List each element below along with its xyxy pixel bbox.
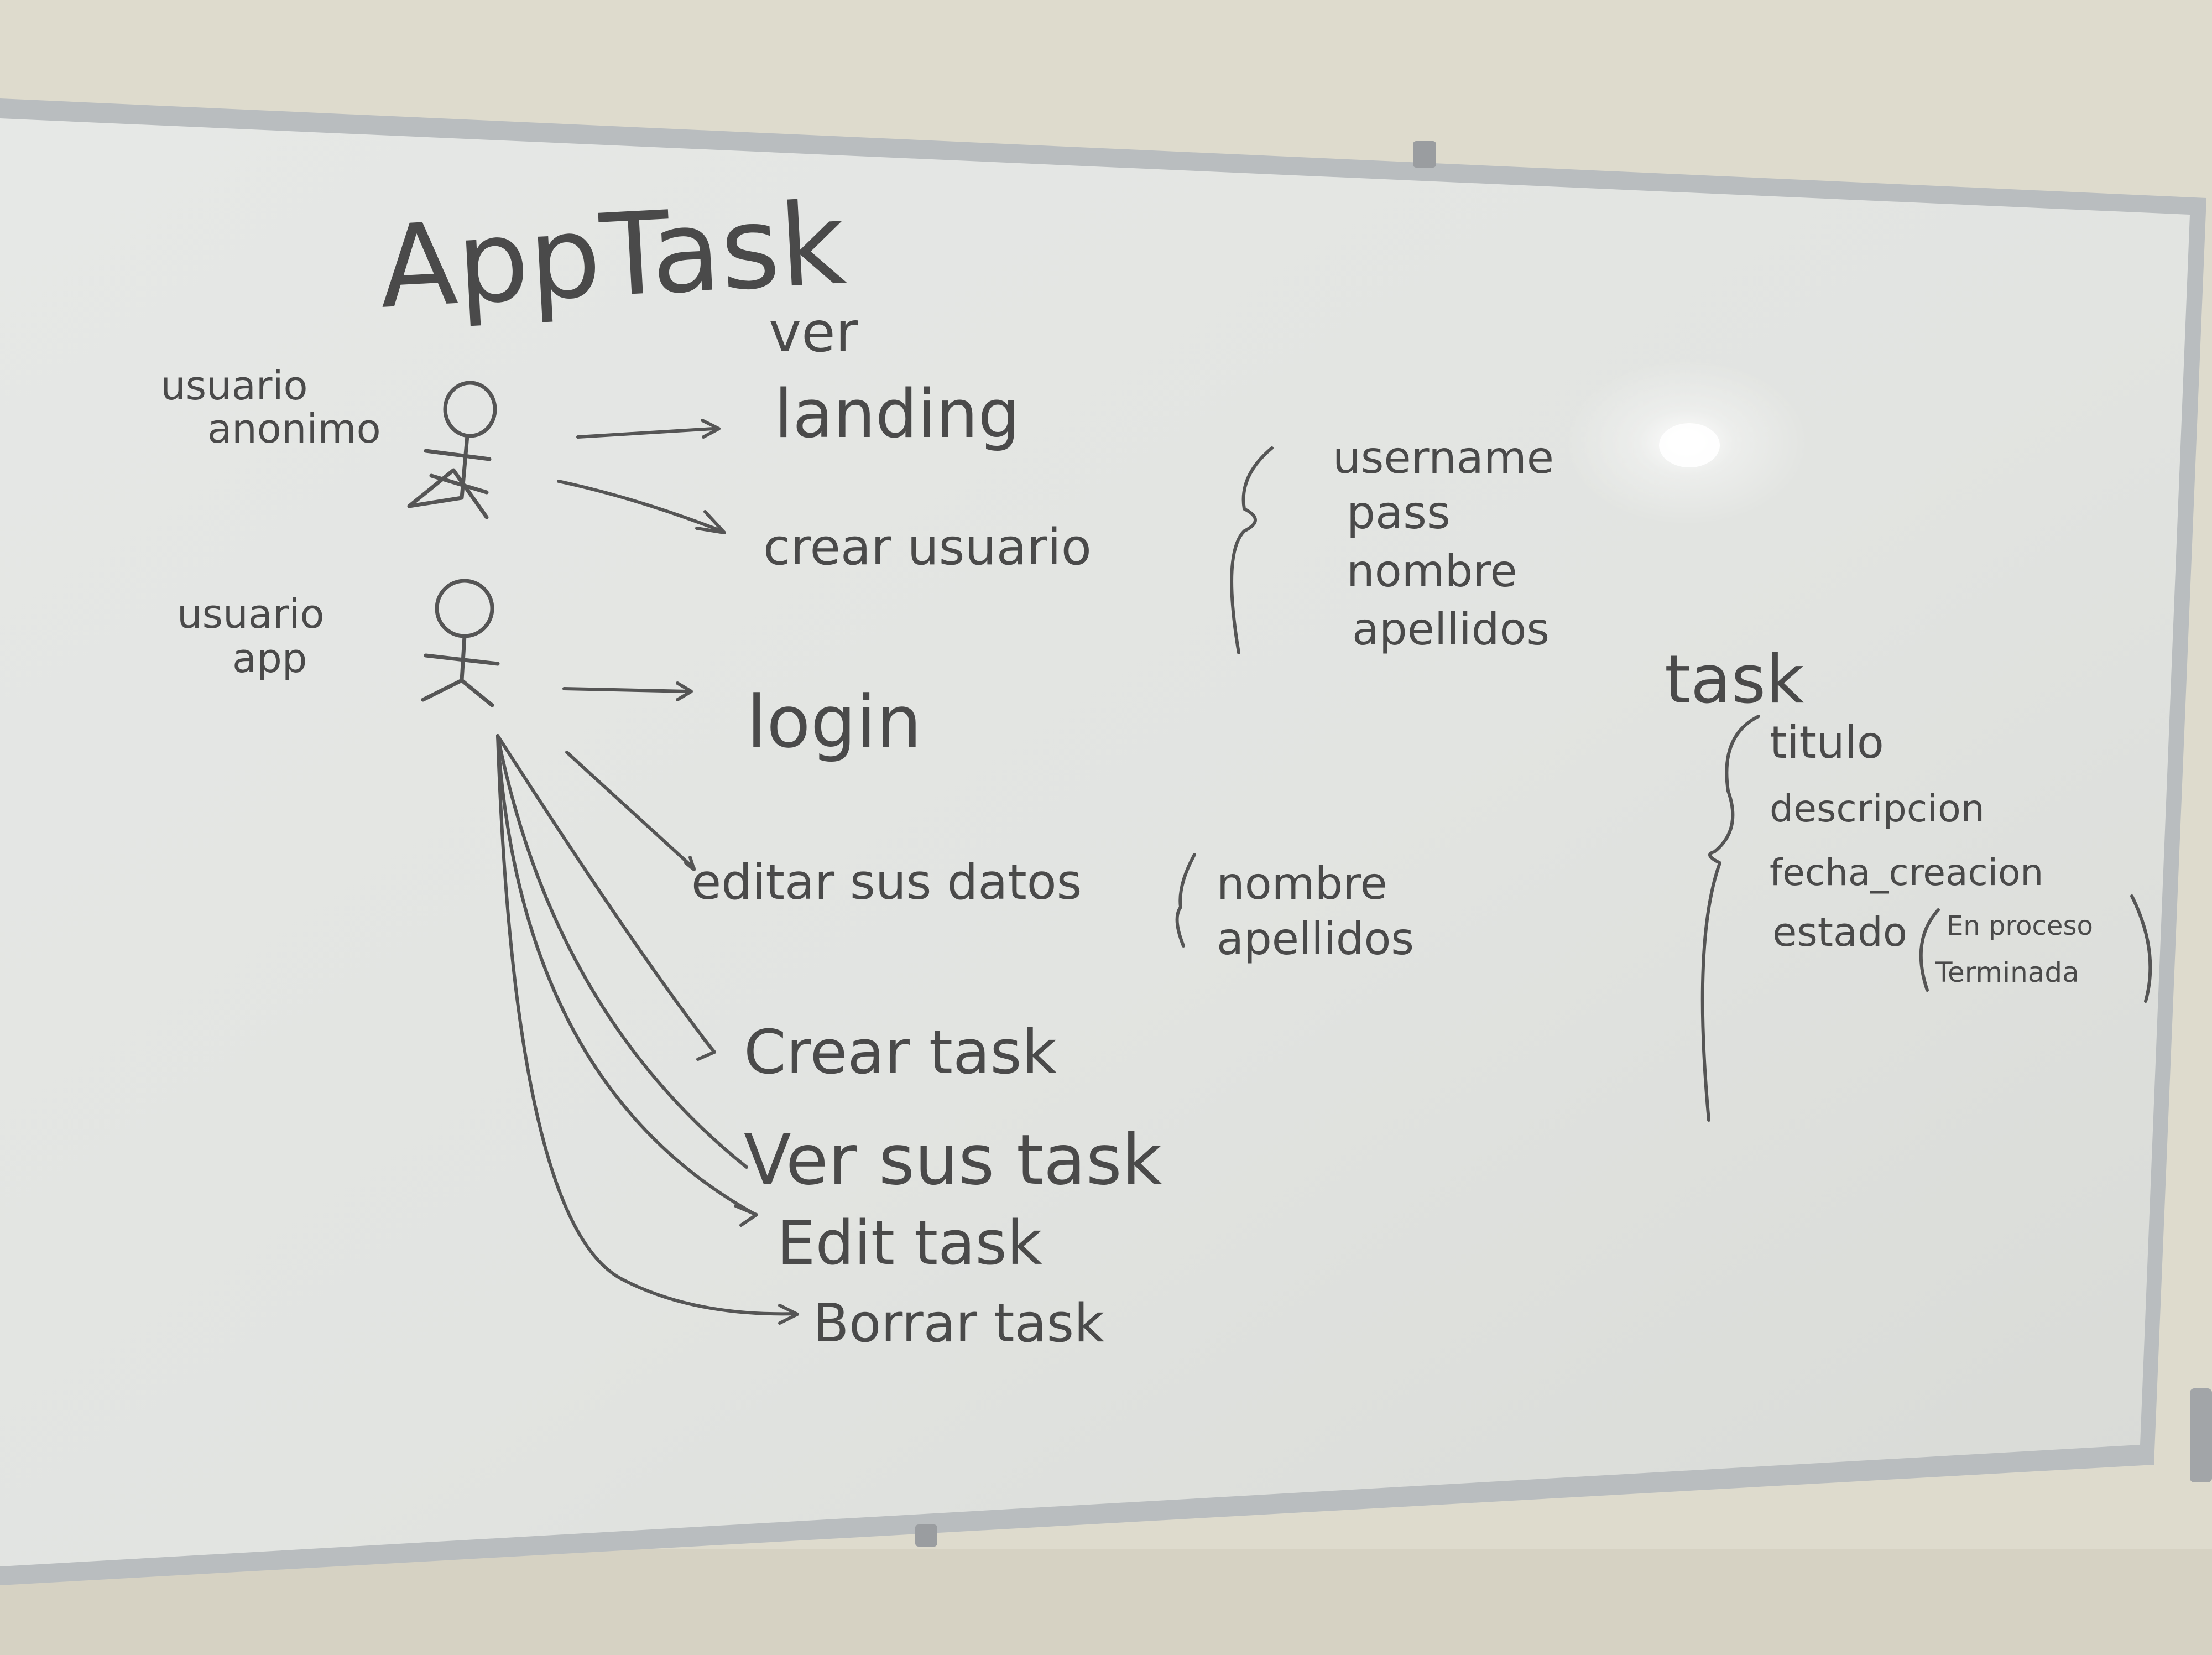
actor-app-label-1: usuario bbox=[177, 591, 325, 637]
diagram-title: AppTask bbox=[376, 178, 849, 334]
frame-clip-top bbox=[1413, 141, 1436, 168]
arrows-app-tasks bbox=[496, 734, 799, 1325]
action-crear-usuario: crear usuario bbox=[763, 518, 1092, 576]
brace-editar bbox=[1175, 853, 1196, 948]
actor-app-label-2: app bbox=[232, 635, 307, 681]
actor-anonymous: usuario anonimo bbox=[160, 362, 497, 519]
editar-field-apellidos: apellidos bbox=[1217, 913, 1414, 965]
stick-figure-icon bbox=[421, 579, 500, 707]
arrow-to-login bbox=[562, 681, 693, 701]
action-crear-task: Crear task bbox=[744, 1017, 1057, 1087]
estado-value-terminada: Terminada bbox=[1935, 956, 2079, 988]
brace-crear-usuario bbox=[1230, 446, 1274, 654]
field-username: username bbox=[1333, 432, 1554, 483]
light-glare-core bbox=[1659, 423, 1720, 467]
stick-figure-icon bbox=[407, 381, 497, 519]
field-pass: pass bbox=[1347, 487, 1451, 539]
action-login: login bbox=[747, 680, 922, 764]
entity-task-name: task bbox=[1665, 642, 1804, 719]
wall-bottom bbox=[0, 1549, 2212, 1655]
action-ver-sus-task: Ver sus task bbox=[744, 1120, 1162, 1200]
task-field-titulo: titulo bbox=[1770, 717, 1884, 768]
brace-task bbox=[1700, 715, 1760, 1122]
task-field-descripcion: descripcion bbox=[1770, 787, 1985, 831]
frame-clip-bottom bbox=[915, 1524, 937, 1547]
action-ver: ver bbox=[769, 300, 859, 365]
action-editar-datos: editar sus datos bbox=[691, 853, 1082, 910]
frame-clip-right bbox=[2190, 1388, 2212, 1482]
arrow-to-landing bbox=[576, 419, 721, 439]
actor-anonymous-label-1: usuario bbox=[160, 362, 308, 409]
paren-estado-left bbox=[1919, 908, 1940, 992]
field-apellidos: apellidos bbox=[1352, 603, 1550, 655]
task-field-estado: estado bbox=[1772, 909, 1907, 955]
action-edit-task: Edit task bbox=[777, 1208, 1042, 1278]
field-nombre: nombre bbox=[1347, 545, 1517, 597]
arrow-to-editar bbox=[565, 751, 696, 871]
arrow-to-crear-usuario bbox=[557, 480, 726, 534]
action-landing: landing bbox=[774, 376, 1020, 453]
actor-app: usuario app bbox=[177, 579, 500, 707]
actor-anonymous-label-2: anonimo bbox=[207, 405, 381, 452]
editar-field-nombre: nombre bbox=[1217, 858, 1387, 909]
paren-estado-right bbox=[2130, 894, 2152, 1003]
action-borrar-task: Borrar task bbox=[813, 1293, 1104, 1354]
task-field-fecha-creacion: fecha_creacion bbox=[1770, 851, 2043, 894]
estado-value-en-proceso: En proceso bbox=[1947, 910, 2093, 941]
